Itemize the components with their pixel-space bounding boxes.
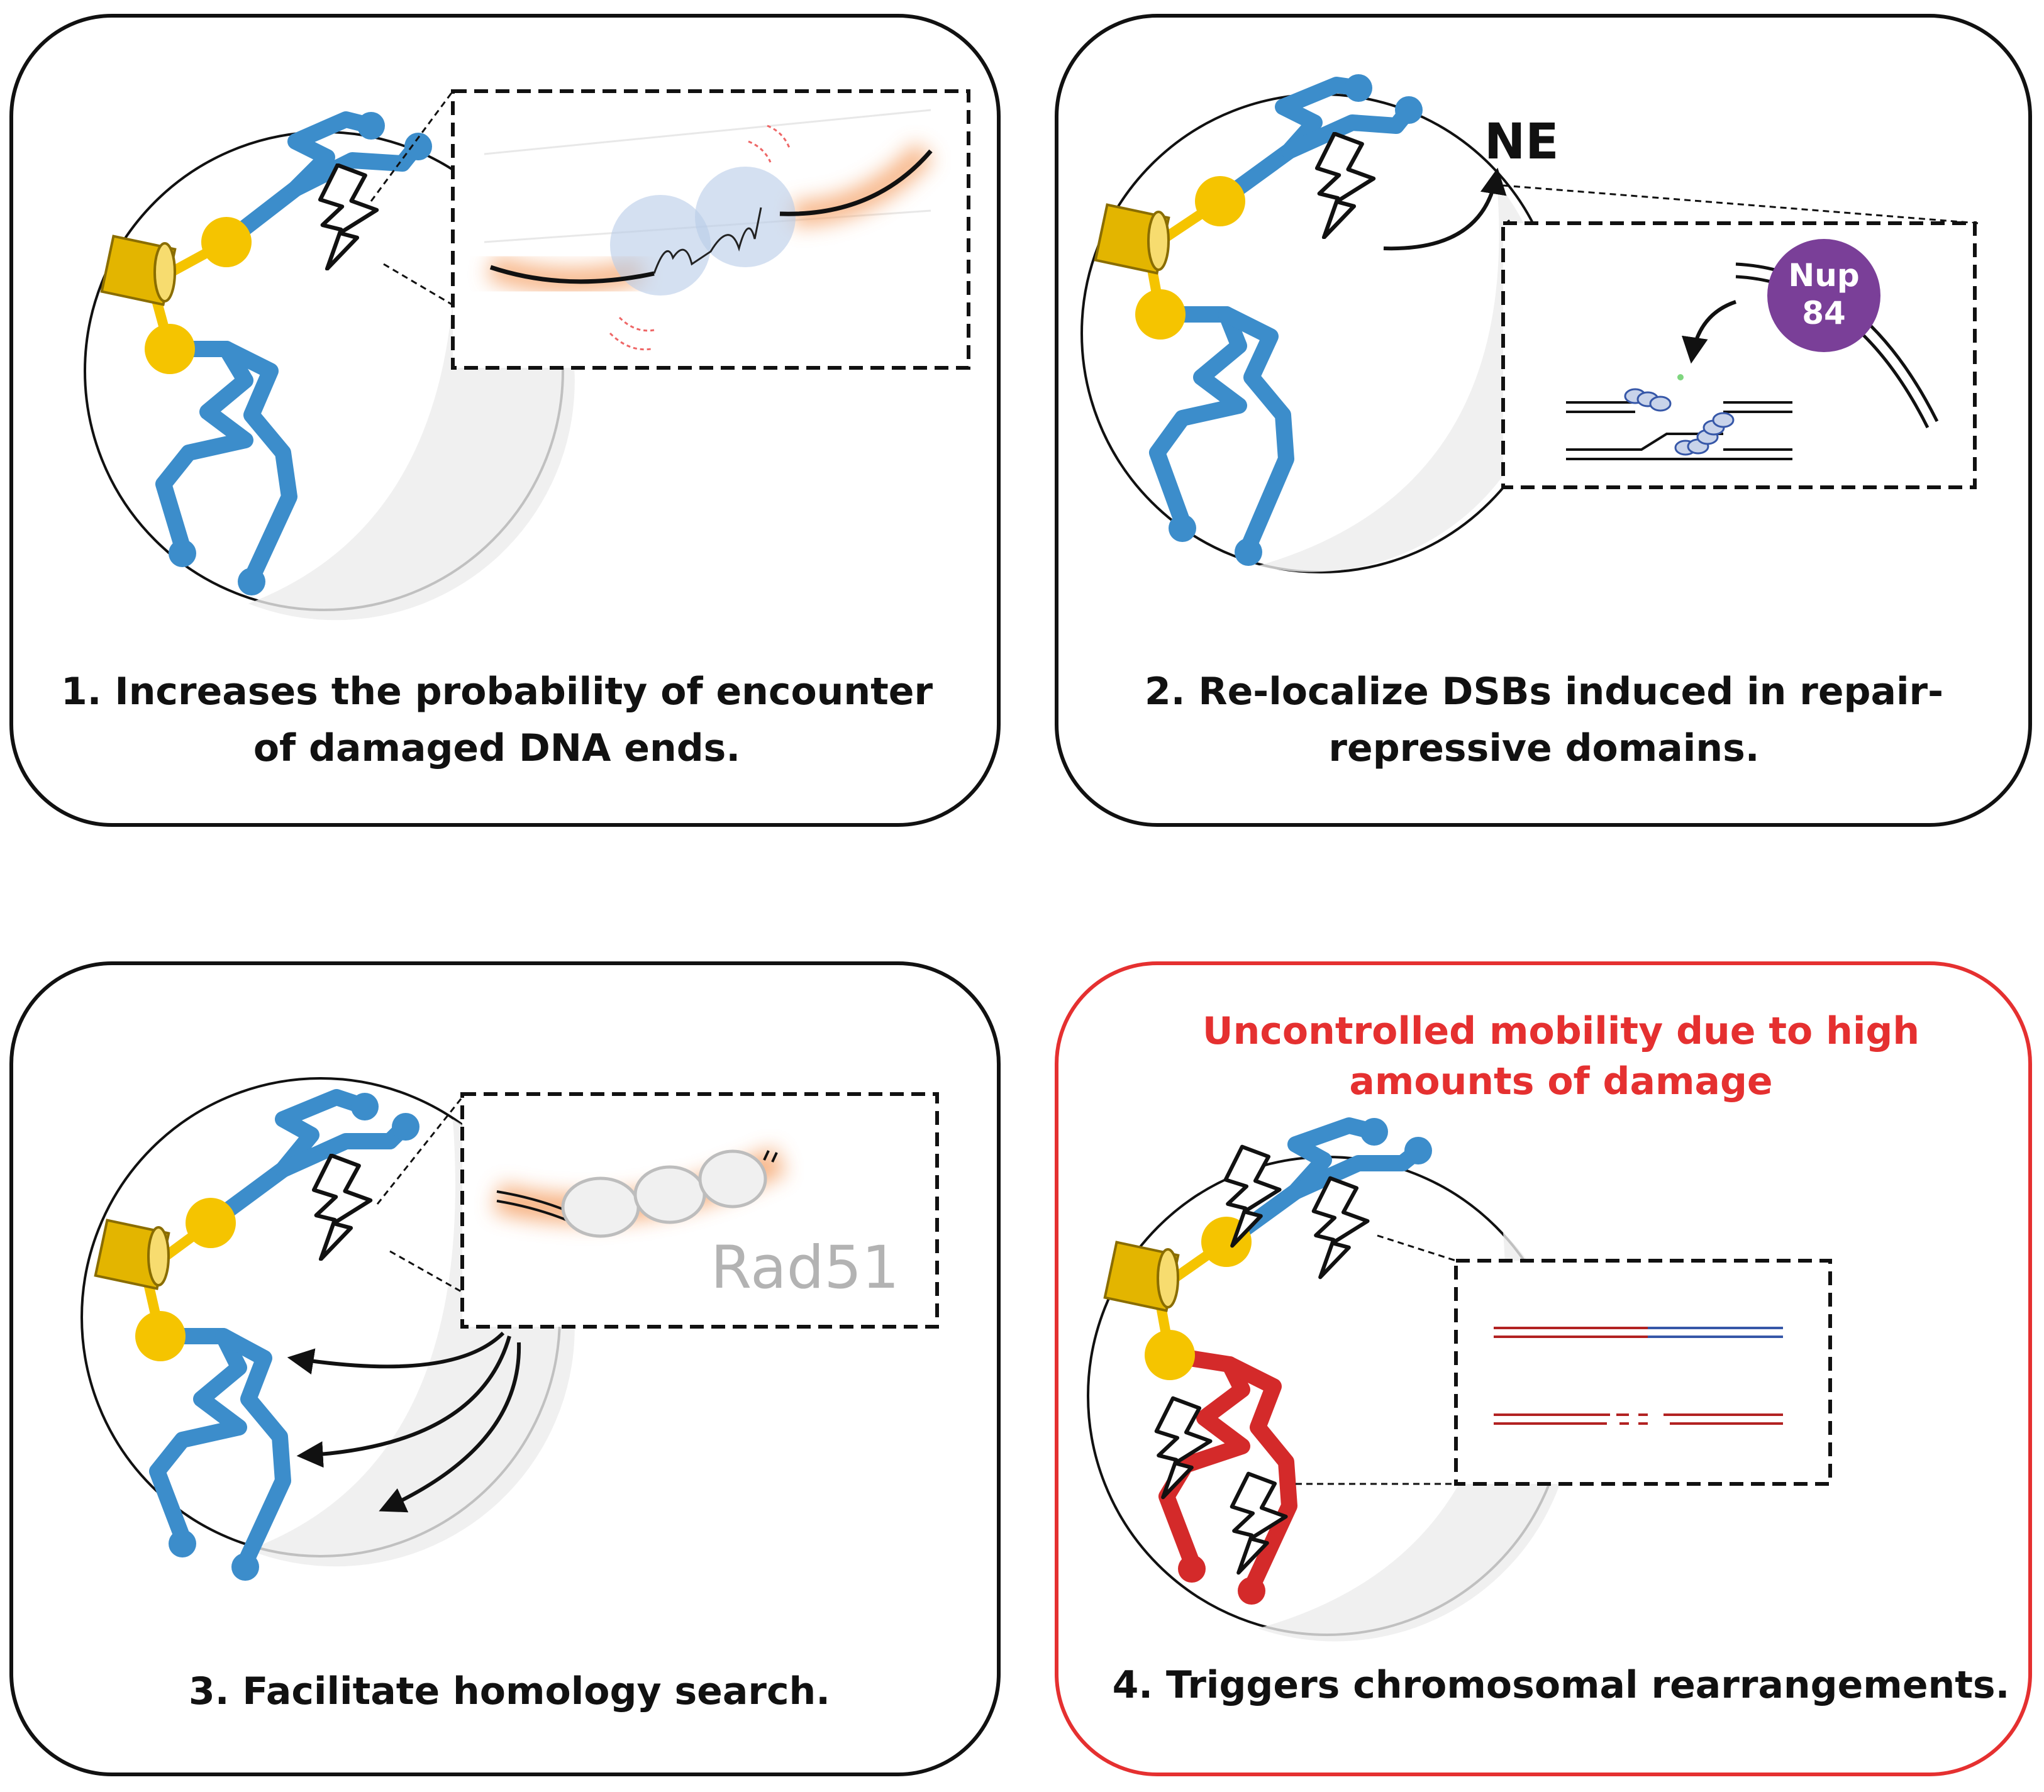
panel-2-caption-line-2: repressive domains.: [1328, 726, 1759, 770]
panel-3: Rad51 3. Facilitate homology search.: [9, 961, 1001, 1776]
arrow-icon: [287, 1331, 505, 1374]
arrow-icon: [1681, 300, 1736, 364]
nucleus-4: [1087, 1117, 1575, 1642]
arrow-icon: [379, 1342, 521, 1513]
panel-3-caption-line-1: 3. Facilitate homology search.: [189, 1669, 830, 1713]
inset-4: [1454, 1259, 1832, 1486]
spindle-pole-body-icon: [1103, 1241, 1180, 1312]
centromere-1: [201, 217, 252, 267]
arrow-icon: [1383, 167, 1507, 251]
inset-3: Rad51: [460, 1092, 939, 1329]
warning-line-2: amounts of damage: [1349, 1059, 1772, 1103]
centromere-2: [145, 324, 195, 374]
panel-1-caption-line-2: of damaged DNA ends.: [253, 726, 740, 770]
panel-4: Uncontrolled mobility due to high amount…: [1055, 961, 2032, 1776]
spindle-pole-body-icon: [1094, 203, 1170, 275]
nucleus-3: [81, 1077, 575, 1581]
spindle-pole-body-icon: [94, 1219, 170, 1290]
nup84-label-line-1: Nup: [1788, 257, 1859, 294]
rad51-label: Rad51: [711, 1234, 899, 1302]
inset-1: [451, 89, 970, 370]
panel-4-caption-line-1: 4. Triggers chromosomal rearrangements.: [1113, 1663, 2010, 1707]
warning-line-1: Uncontrolled mobility due to high: [1203, 1009, 1919, 1053]
arrow-icon: [296, 1336, 511, 1468]
panel-2-caption-line-1: 2. Re-localize DSBs induced in repair-: [1145, 670, 1943, 714]
inset-2: Nup 84: [1501, 221, 1977, 489]
ne-label: NE: [1484, 114, 1559, 170]
spindle-pole-body-icon: [100, 235, 177, 306]
nup84-label-line-2: 84: [1802, 295, 1846, 331]
panel-2: NE Nup 84: [1055, 14, 2032, 827]
nup84-complex: [1767, 239, 1880, 352]
panel-1: 1. Increases the probability of encounte…: [9, 14, 1001, 827]
panel-1-caption-line-1: 1. Increases the probability of encounte…: [61, 670, 933, 714]
